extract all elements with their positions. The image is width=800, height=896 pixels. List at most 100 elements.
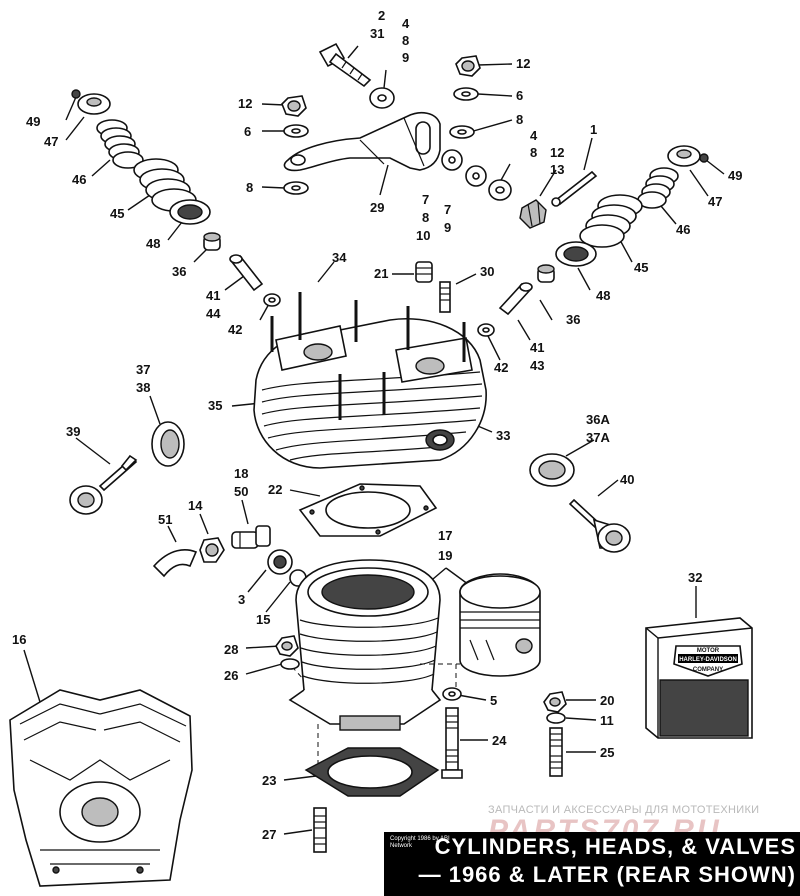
callout-32: 32 <box>688 570 702 585</box>
callout-8: 8 <box>402 33 409 48</box>
callout-9: 9 <box>402 50 409 65</box>
pin-1 <box>551 170 598 207</box>
callout-11: 11 <box>600 713 614 728</box>
callout-47: 47 <box>708 194 722 209</box>
callout-48: 48 <box>596 288 610 303</box>
callout-36A: 36A <box>586 412 610 427</box>
callout-46: 46 <box>676 222 690 237</box>
callout-16: 16 <box>12 632 26 647</box>
copyright-notice: Copyright 1986 by ABI Network <box>390 836 450 849</box>
valve-seat-37-38 <box>151 421 185 467</box>
callout-17: 17 <box>438 528 452 543</box>
piston <box>459 573 541 677</box>
callout-9: 9 <box>444 220 451 235</box>
logo-top-text: MOTOR <box>697 648 720 654</box>
hose-51 <box>152 549 198 578</box>
callout-37: 37 <box>136 362 150 377</box>
callout-14: 14 <box>188 498 203 513</box>
callout-34: 34 <box>332 250 347 265</box>
logo-bottom-text: COMPANY <box>693 667 723 673</box>
harley-davidson-logo: MOTOR HARLEY-DAVIDSON COMPANY <box>673 645 743 677</box>
callout-44: 44 <box>206 306 221 321</box>
nut-12-top <box>455 55 481 77</box>
engine-16 <box>9 689 193 887</box>
callout-45: 45 <box>110 206 124 221</box>
fitting-3 <box>267 549 293 575</box>
spring-45-right <box>579 194 643 248</box>
callout-labels: 2 31 4 8 9 12 6 12 6 8 4 8 1 12 13 49 47… <box>12 8 742 842</box>
callout-18: 18 <box>234 466 248 481</box>
washer-11 <box>546 712 566 724</box>
nut-28 <box>275 635 299 657</box>
callout-19: 19 <box>438 548 452 563</box>
callout-22: 22 <box>268 482 282 497</box>
callout-13: 13 <box>550 162 564 177</box>
spring-46-right <box>637 167 679 209</box>
callout-41: 41 <box>206 288 220 303</box>
collar-47-left <box>77 93 111 115</box>
stud-25 <box>549 727 563 777</box>
callout-4: 4 <box>530 128 538 143</box>
base-gasket-23 <box>304 747 440 797</box>
callout-49: 49 <box>26 114 40 129</box>
seal-36-left <box>203 232 221 251</box>
callout-31: 31 <box>370 26 384 41</box>
callout-47: 47 <box>44 134 58 149</box>
valve-39 <box>69 454 138 515</box>
callout-12: 12 <box>550 145 564 160</box>
callout-28: 28 <box>224 642 238 657</box>
nut-20 <box>543 691 567 713</box>
valve-40 <box>568 498 631 553</box>
nut-12-left <box>281 95 307 117</box>
bolt-2-31 <box>318 42 372 88</box>
plug-21 <box>415 261 433 283</box>
keeper-49-left <box>71 89 81 99</box>
callout-38: 38 <box>136 380 150 395</box>
cup-48-right <box>555 241 597 267</box>
callout-26: 26 <box>224 668 238 683</box>
callout-29: 29 <box>370 200 384 215</box>
callout-20: 20 <box>600 693 614 708</box>
valve-seat-36A-37A <box>529 453 575 487</box>
diagram-title-line-1: CYLINDERS, HEADS, & VALVES <box>434 834 796 859</box>
stud-30 <box>439 281 451 313</box>
callout-8: 8 <box>516 112 523 127</box>
callout-8: 8 <box>422 210 429 225</box>
oil-box-32 <box>645 617 753 739</box>
callout-45: 45 <box>634 260 648 275</box>
ring-42-right <box>477 323 495 337</box>
title-banner <box>384 832 800 896</box>
castle-nut-12-13 <box>519 199 547 229</box>
callout-7: 7 <box>444 202 451 217</box>
callout-1: 1 <box>590 122 597 137</box>
spring-46-left <box>96 119 144 169</box>
callout-27: 27 <box>262 827 276 842</box>
stud-27 <box>313 807 327 853</box>
callout-4: 4 <box>402 16 410 31</box>
callout-21: 21 <box>374 266 388 281</box>
callout-46: 46 <box>72 172 86 187</box>
callout-50: 50 <box>234 484 248 499</box>
callout-42: 42 <box>494 360 508 375</box>
callout-42: 42 <box>228 322 242 337</box>
callout-36: 36 <box>172 264 186 279</box>
callout-7: 7 <box>422 192 429 207</box>
callout-48: 48 <box>146 236 160 251</box>
callout-24: 24 <box>492 733 507 748</box>
cylinder-head-33 <box>253 318 487 469</box>
bracket-29 <box>283 111 441 172</box>
callout-6: 6 <box>516 88 523 103</box>
head-gasket-22 <box>298 483 438 537</box>
callout-23: 23 <box>262 773 276 788</box>
collar-47-right <box>667 145 701 167</box>
cup-48-left <box>169 199 211 225</box>
ring-42-left <box>263 293 281 307</box>
callout-25: 25 <box>600 745 614 760</box>
valve-guide-41-43-right <box>498 282 533 316</box>
cylinder <box>288 559 442 731</box>
seal-36-right <box>537 264 555 283</box>
callout-33: 33 <box>496 428 510 443</box>
callout-10: 10 <box>416 228 430 243</box>
watermark-text: ЗАПЧАСТИ И АКСЕССУАРЫ ДЛЯ МОТОТЕХНИКИ <box>488 804 760 816</box>
